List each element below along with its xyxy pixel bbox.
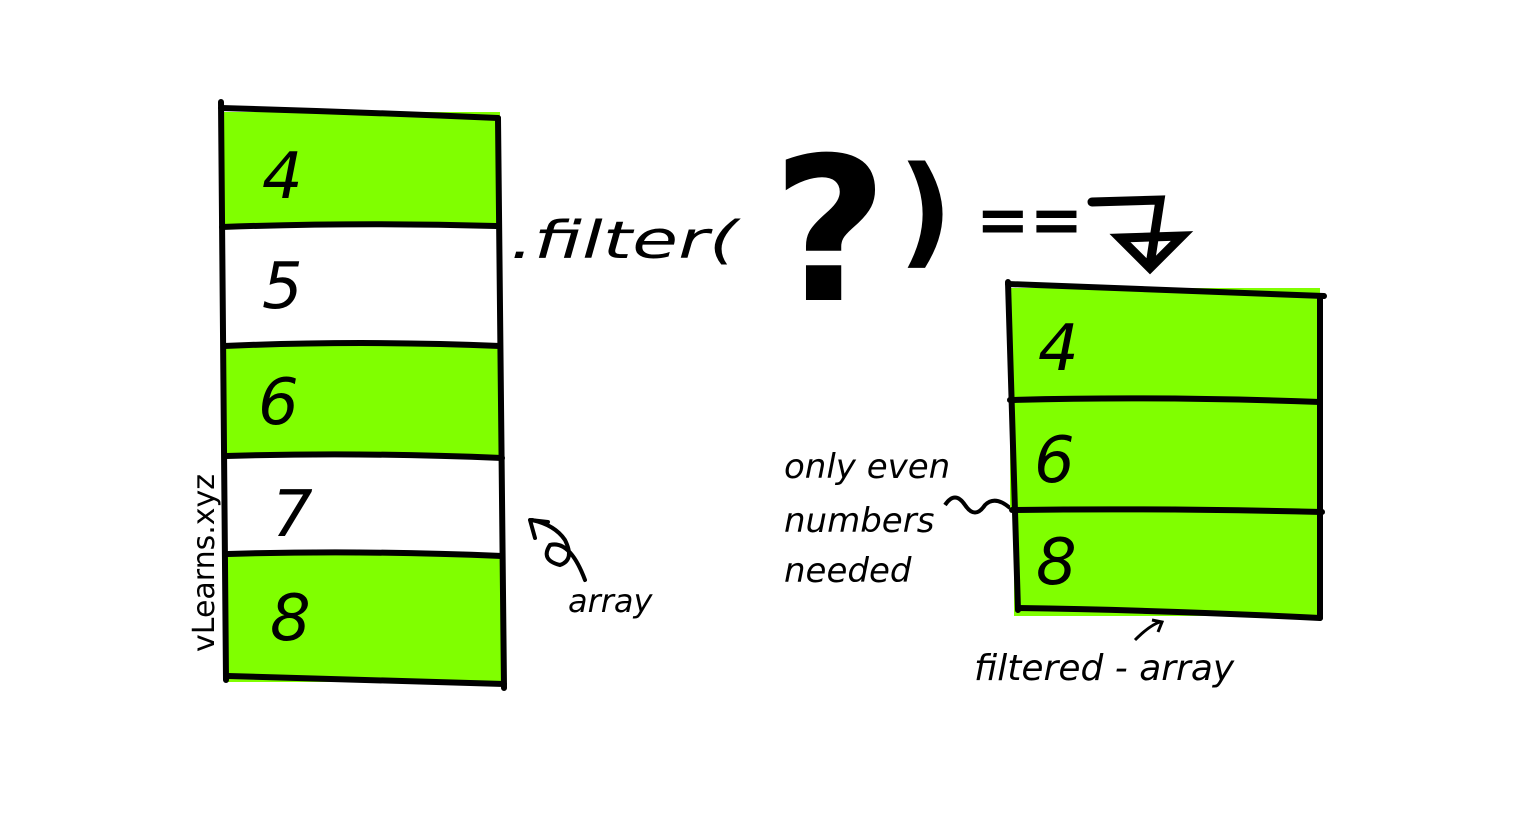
- cell-bg-4: [224, 554, 504, 682]
- result-array: 4 6 8: [1005, 279, 1327, 621]
- result-value-2: 8: [1036, 526, 1077, 600]
- cell-bg-0: [222, 112, 500, 226]
- watermark: vLearns.xyz: [187, 474, 222, 652]
- result-value-0: 4: [1038, 312, 1079, 386]
- result-array-label: filtered - array: [974, 648, 1235, 689]
- question-mark: ?: [772, 115, 888, 348]
- cell-bg-3: [222, 456, 504, 554]
- note-line-2: numbers: [784, 501, 934, 541]
- cell-value-3: 7: [272, 478, 313, 552]
- cell-value-0: 4: [262, 140, 303, 214]
- note-line-1: only even: [784, 447, 950, 487]
- result-cell-bg-2: [1014, 512, 1320, 616]
- cell-value-2: 6: [258, 366, 299, 440]
- down-arrow-icon: [1087, 195, 1194, 275]
- small-arrow-icon: [1133, 618, 1165, 642]
- note-line-3: needed: [784, 551, 912, 591]
- source-array-label: array: [568, 582, 654, 620]
- close-paren: ): [898, 142, 953, 281]
- filter-method: .filter(: [510, 211, 742, 271]
- source-array: 4 5 6 7 8: [218, 99, 507, 691]
- result-value-1: 6: [1034, 424, 1075, 498]
- squiggle-connector: [943, 495, 1012, 515]
- cell-bg-1: [222, 226, 500, 344]
- equals-sign: ==: [976, 184, 1083, 258]
- cell-value-4: 8: [270, 582, 311, 656]
- cell-value-1: 5: [262, 250, 303, 324]
- cell-bg-2: [222, 344, 502, 456]
- result-cell-bg-1: [1010, 400, 1320, 512]
- arrow-icon: [528, 518, 587, 582]
- result-cell-bg-0: [1010, 288, 1320, 400]
